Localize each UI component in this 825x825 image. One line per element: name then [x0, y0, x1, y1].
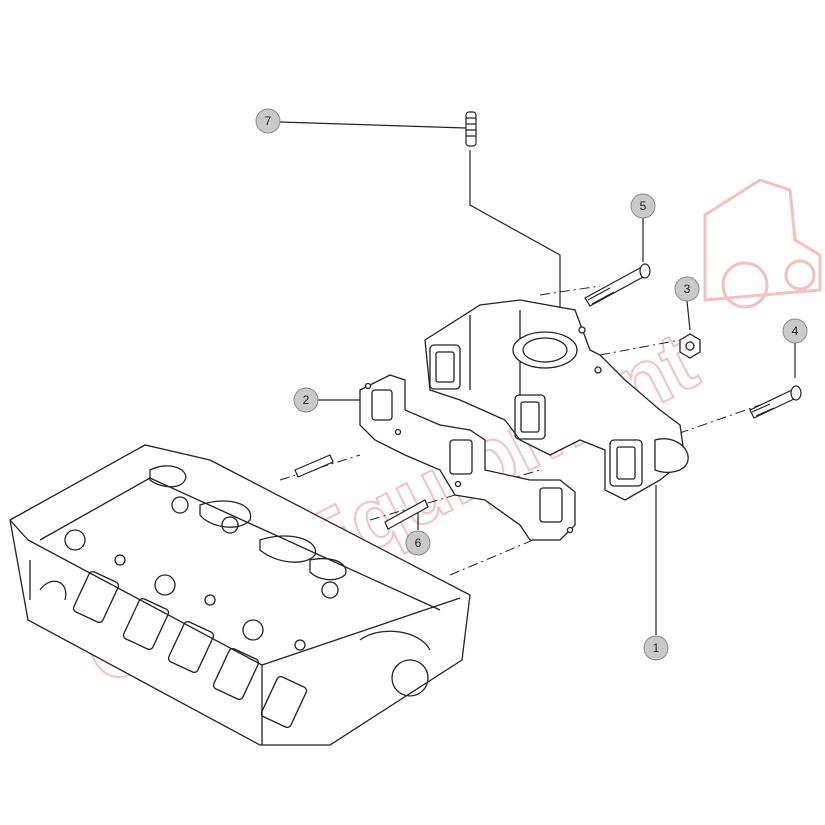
- stud-icon: [465, 111, 477, 147]
- exhaust-manifold-icon: [424, 299, 689, 501]
- watermark-tractor-icon: [703, 178, 822, 309]
- callout-7: 7: [255, 108, 281, 134]
- callout-label-3: 3: [684, 282, 691, 296]
- cylinder-head-icon: [9, 444, 471, 746]
- callout-5: 5: [630, 193, 656, 219]
- callout-4: 4: [782, 318, 808, 344]
- callout-label-6: 6: [415, 536, 422, 550]
- bolt-icon: [584, 263, 651, 307]
- callout-label-1: 1: [653, 641, 660, 655]
- callout-1: 1: [643, 635, 669, 661]
- bolt-icon: [749, 385, 802, 419]
- hex-nut-icon: [679, 333, 701, 359]
- callout-3: 3: [674, 276, 700, 302]
- manifold-gasket-icon: [359, 374, 576, 541]
- callout-label-2: 2: [303, 393, 310, 407]
- stud-icon: [294, 454, 429, 530]
- callout-2: 2: [293, 387, 319, 413]
- callout-label-5: 5: [640, 199, 647, 213]
- callout-label-7: 7: [265, 114, 272, 128]
- callout-6: 6: [405, 530, 431, 556]
- callout-label-4: 4: [792, 324, 799, 338]
